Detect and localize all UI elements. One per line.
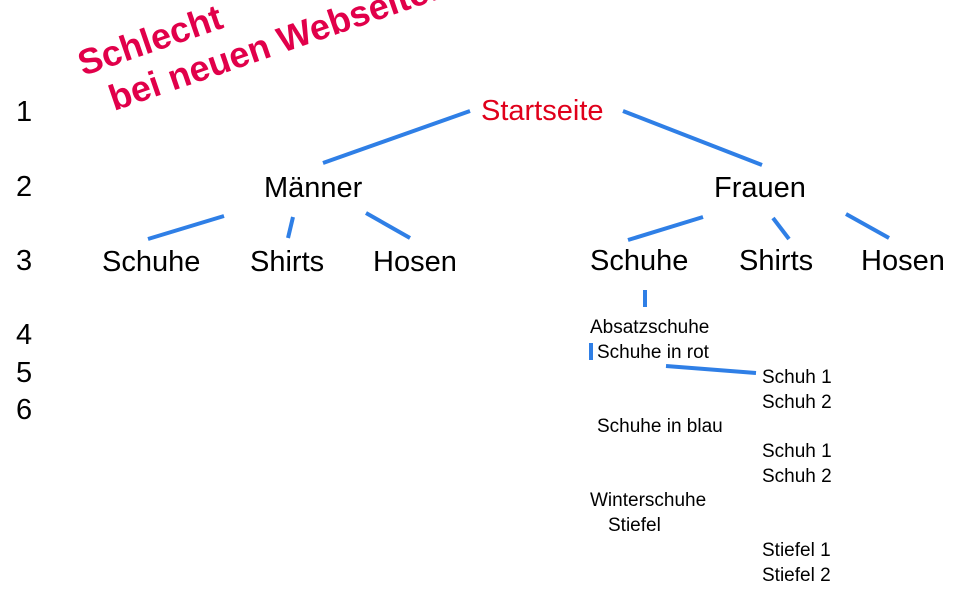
edge-root-women: [622, 109, 763, 167]
item-blau-schuh-2: Schuh 2: [762, 466, 832, 487]
item-schuhe-in-blau: Schuhe in blau: [597, 416, 723, 437]
level-number-5: 5: [16, 357, 33, 389]
level-number-1: 1: [16, 96, 33, 128]
edge-women-hosen: [845, 212, 890, 240]
node-startseite: Startseite: [481, 95, 604, 127]
item-absatzschuhe: Absatzschuhe: [590, 317, 710, 338]
item-schuhe-in-rot: Schuhe in rot: [597, 342, 709, 363]
node-men-shirts: Shirts: [250, 246, 325, 278]
level-number-4: 4: [16, 319, 33, 351]
level-number-6: 6: [16, 394, 33, 426]
edge-women-schuhe: [627, 215, 704, 242]
node-maenner: Männer: [264, 172, 363, 204]
edge-rot-items: [665, 364, 757, 375]
item-stiefel-2: Stiefel 2: [762, 565, 831, 586]
item-stiefel-1: Stiefel 1: [762, 540, 831, 561]
item-blau-schuh-1: Schuh 1: [762, 441, 832, 462]
level-number-3: 3: [16, 245, 33, 277]
node-women-shirts: Shirts: [739, 245, 814, 277]
node-men-schuhe: Schuhe: [102, 246, 201, 278]
item-rot-schuh-2: Schuh 2: [762, 392, 832, 413]
level-number-2: 2: [16, 171, 33, 203]
edge-men-hosen: [365, 211, 411, 240]
node-frauen: Frauen: [714, 172, 806, 204]
edge-men-schuhe: [147, 214, 225, 241]
edge-root-men: [322, 109, 471, 165]
edge-men-shirts: [286, 216, 295, 239]
node-women-hosen: Hosen: [861, 245, 945, 277]
edge-women-shirts: [771, 216, 791, 241]
item-winterschuhe: Winterschuhe: [590, 490, 707, 511]
node-men-hosen: Hosen: [373, 246, 457, 278]
item-stiefel: Stiefel: [608, 515, 661, 536]
node-women-schuhe: Schuhe: [590, 245, 689, 277]
item-rot-schuh-1: Schuh 1: [762, 367, 832, 388]
